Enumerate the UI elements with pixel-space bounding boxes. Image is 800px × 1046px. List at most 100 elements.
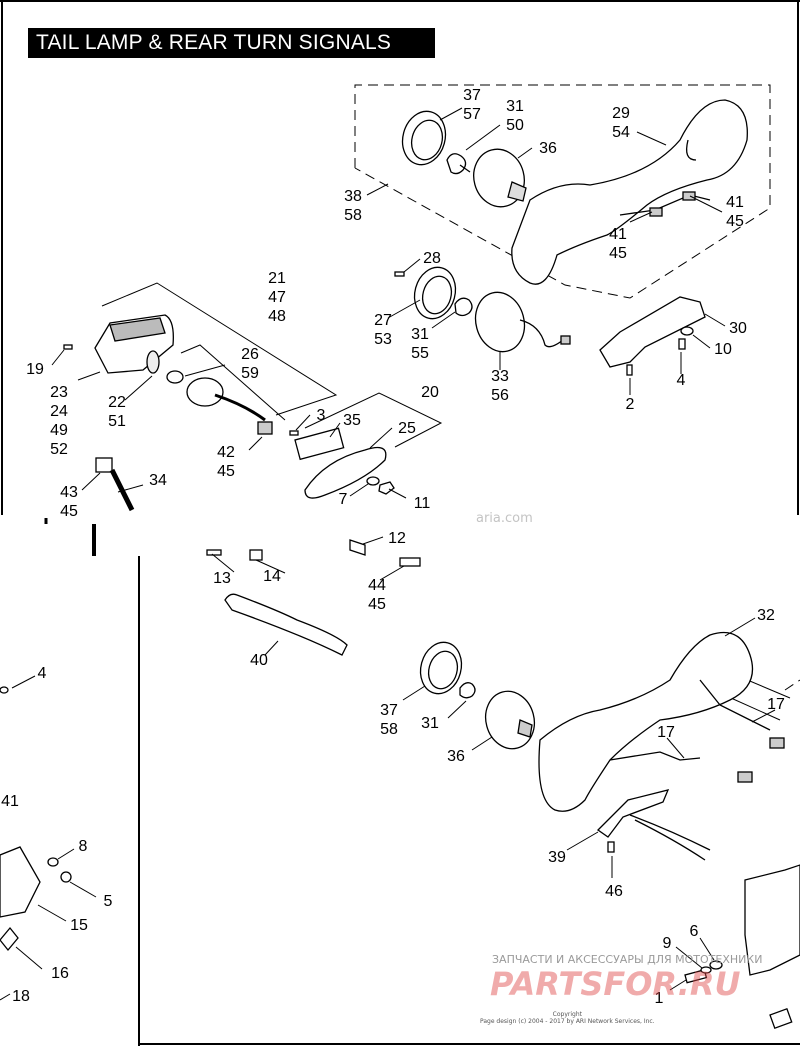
callout-number: 41 [1,793,19,810]
callout-number: 45 [726,213,744,230]
callout-number: 18 [12,988,30,1005]
top-signal-bar [511,99,748,285]
callout-number: 56 [491,387,509,404]
callout-number: 13 [213,570,231,587]
callout-28: 28 [423,250,441,267]
callout-number: 20 [421,384,439,401]
bottom-bulb [459,682,476,699]
callout-number: 17 [767,696,785,713]
callout-number: 42 [217,444,235,461]
callout-number: 55 [411,345,429,362]
callout-number: 41 [726,194,744,211]
part-4-left [0,686,9,694]
callout-number: 9 [663,935,672,952]
callout-number: 22 [108,394,126,411]
watermark-text: ЗАПЧАСТИ И АКСЕССУАРЫ ДЛЯ МОТОТЕХНИКИ [492,953,763,966]
callout-12: 12 [388,530,406,547]
callout-number: 23 [50,384,68,401]
callout-34: 34 [149,472,167,489]
callout-number: 34 [149,472,167,489]
callout-number: 48 [268,308,286,325]
callout-9: 9 [663,935,672,952]
tail-lamp [94,314,174,374]
bottom-signal-housing [484,690,536,750]
screw-4-top [678,338,686,350]
callout-8: 8 [79,838,88,855]
callout-number: 59 [241,365,259,382]
callout-number: 16 [51,965,69,982]
callout-number: 3 [317,407,326,424]
callout-16: 16 [51,965,69,982]
callout-number: 54 [612,124,630,141]
watermark-logo: PARTSFOR.RU [490,965,741,1003]
callout-number: 25 [398,420,416,437]
callout-number: 44 [368,577,386,594]
callout-number: 45 [217,463,235,480]
callout-number: 45 [609,245,627,262]
callout-number: 33 [491,368,509,385]
diagram-title: TAIL LAMP & REAR TURN SIGNALS [28,28,435,58]
callout-number: 27 [374,312,392,329]
callout-19: 19 [26,361,44,378]
bracket-25 [304,446,387,499]
callout-number: 36 [447,748,465,765]
callout-number: 15 [70,917,88,934]
washer-8 [47,857,59,867]
callout-7: 7 [339,491,348,508]
small-connectors [206,539,421,567]
callout-number: 32 [757,607,775,624]
callout-number: 35 [343,412,361,429]
callout-number: 1 [655,990,664,1007]
callout-number: 37 [463,87,481,104]
callout-number: 39 [548,849,566,866]
callout-2: 2 [626,396,635,413]
callout-number: 29 [612,105,630,122]
washer-9 [700,966,712,974]
part-16 [0,926,19,952]
screw-3 [289,430,299,436]
bottom-lens-ring [419,641,463,695]
callout-number: 30 [729,320,747,337]
copyright-line-1: Copyright [552,1011,582,1018]
callout-10: 10 [714,341,732,358]
wires-39 [629,814,711,861]
callout-6: 6 [690,923,699,940]
callout-number: 53 [374,331,392,348]
top-signal-housing [473,148,527,208]
callout-14: 14 [263,568,281,585]
screw-2 [626,364,633,376]
callout-4-top: 4 [677,372,686,389]
callout-number: 2 [626,396,635,413]
callout-number: 8 [79,838,88,855]
callout-number: 37 [380,702,398,719]
bottom-signal-bar [538,631,785,812]
callout-13: 13 [213,570,231,587]
copyright-line-2: Page design (c) 2004 - 2017 by ARI Netwo… [480,1018,655,1025]
callout-number: 28 [423,250,441,267]
callout-32: 32 [757,607,775,624]
connector-35 [294,427,345,461]
callout-36-top: 36 [539,140,557,157]
ari-watermark-fragment: aria.com [476,511,533,526]
callout-17-b: 17 [657,724,675,741]
parts-artwork [0,99,800,1029]
callout-number: 31 [421,715,439,732]
callout-31-bottom: 31 [421,715,439,732]
callout-number: 17 [657,724,675,741]
callout-number: 47 [268,289,286,306]
callout-number: 12 [388,530,406,547]
nut-11 [378,481,395,495]
callout-number: 52 [50,441,68,458]
callout-15: 15 [70,917,88,934]
callout-number: 41 [609,226,627,243]
